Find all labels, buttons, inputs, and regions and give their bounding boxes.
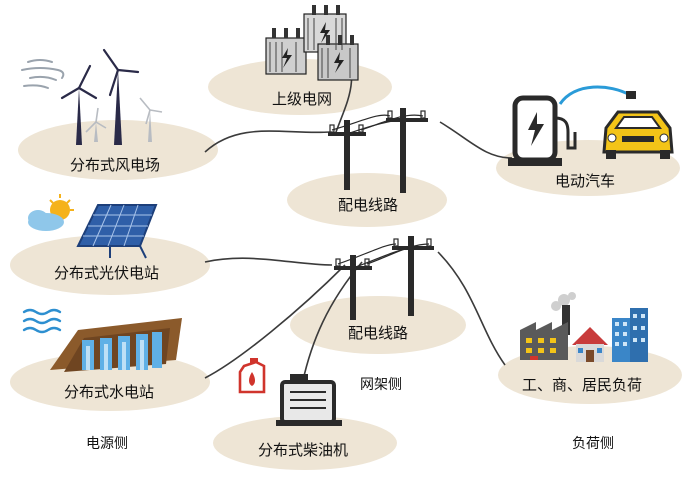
ellipse-line-1 [287,173,447,227]
label-upper-grid: 上级电网 [272,90,333,108]
label-diesel-generator: 分布式柴油机 [258,441,349,459]
ellipse-wind-farm [18,120,218,180]
distribution-pole-icon-1 [328,108,428,193]
house-icon [572,327,608,362]
label-grid-side: 网架侧 [360,377,402,393]
label-solar-station: 分布式光伏电站 [54,264,160,282]
label-distribution-line-1: 配电线路 [338,196,399,214]
car-icon [602,110,674,159]
diesel-generator-icon [238,358,342,426]
label-loads: 工、商、居民负荷 [522,376,643,394]
wire-windfarm-to-pole1 [204,130,331,153]
label-ev: 电动汽车 [555,172,616,190]
distribution-pole-icon-2 [334,236,434,320]
wire-pole2-to-loads [437,251,506,366]
label-source-side: 电源侧 [86,436,128,452]
ev-charging-icon [508,85,674,166]
wind-turbine-icon [21,48,163,145]
wire-solar-to-pole2 [204,257,333,266]
wire-hydro-to-pole2 [204,264,346,379]
label-wind-farm: 分布式风电场 [70,156,161,174]
solar-panel-icon [28,194,158,259]
ellipse-line-2 [290,296,466,354]
label-load-side: 负荷侧 [572,436,614,452]
wire-pole1-to-ev [439,121,513,159]
label-hydro-station: 分布式水电站 [64,383,155,401]
office-building-icon [612,308,648,362]
fuel-can-icon [238,358,266,394]
label-distribution-line-2: 配电线路 [348,324,409,342]
factory-icon [520,292,576,360]
ellipse-solar [10,235,210,295]
sun-cloud-icon [28,194,74,231]
hydro-dam-icon [22,308,182,372]
loads-icon [520,292,648,362]
ellipse-diesel [213,416,397,470]
transformer-icon [265,5,359,81]
